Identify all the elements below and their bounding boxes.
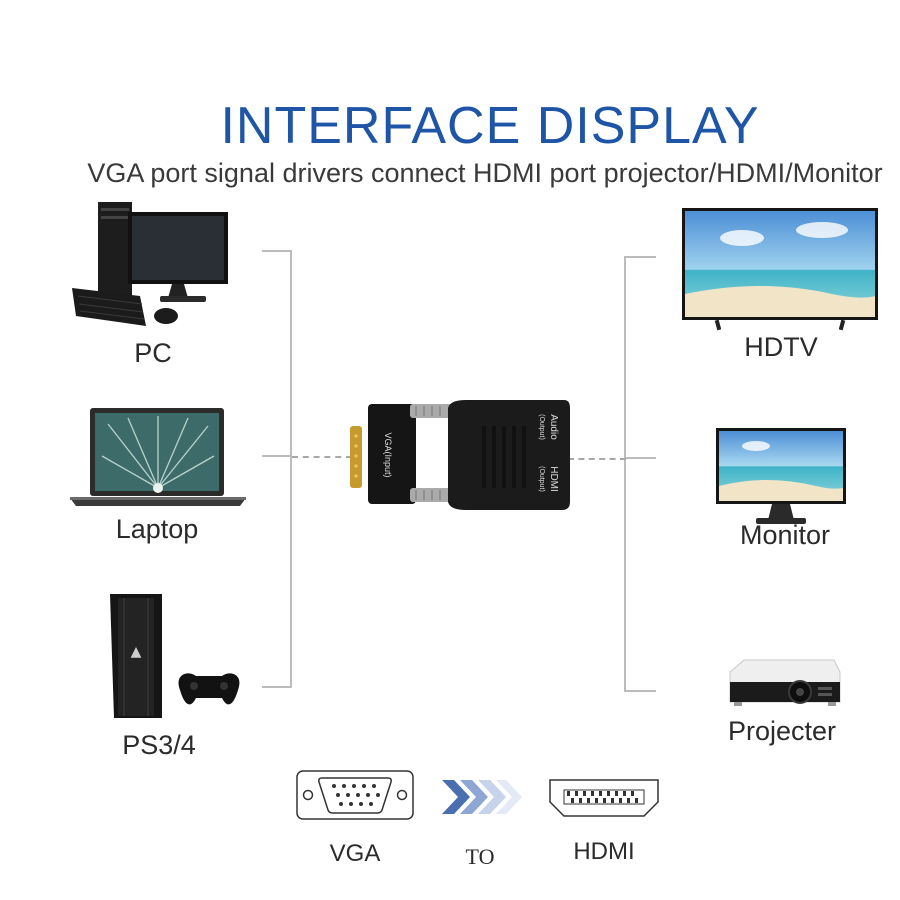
adapter-hdmi-text: HDMI: [548, 466, 559, 492]
projector-icon: [724, 654, 844, 710]
vga-hdmi-adapter-icon: VGA(Input) Audio (Output) HDMI (Output): [350, 398, 570, 514]
game-console-icon: ▲: [104, 590, 254, 722]
legend-to-label: TO: [465, 844, 495, 869]
left-bracket: [262, 250, 292, 688]
svg-text:▲: ▲: [131, 644, 142, 660]
adapter-hdmi-sub: (Output): [538, 466, 545, 492]
output-label-monitor: Monitor: [739, 520, 831, 550]
page-title: INTERFACE DISPLAY: [220, 97, 760, 155]
vga-port-icon: [296, 770, 414, 820]
tv-icon: [682, 208, 880, 334]
adapter-hdmi-label: HDMI (Output): [537, 459, 559, 499]
output-label-projector: Projecter: [727, 716, 837, 746]
legend-hdmi-label: HDMI: [573, 838, 635, 865]
right-bracket-mid-line: [626, 457, 656, 459]
adapter-audio-text: Audio: [548, 414, 559, 440]
laptop-icon: [68, 404, 248, 508]
hdmi-port-icon: [548, 778, 660, 818]
adapter-audio-sub: (Output): [538, 414, 545, 440]
desktop-pc-icon: [68, 194, 238, 334]
right-bracket: [624, 256, 656, 692]
left-bracket-mid-line: [262, 455, 292, 457]
monitor-icon: [716, 428, 848, 532]
page-subtitle: VGA port signal drivers connect HDMI por…: [87, 158, 883, 188]
source-label-laptop: Laptop: [115, 514, 199, 544]
arrows-icon: [440, 776, 524, 818]
legend-vga-label: VGA: [329, 840, 381, 867]
source-label-ps: PS3/4: [122, 730, 196, 760]
output-label-hdtv: HDTV: [744, 332, 818, 362]
left-dashed-connector: [292, 456, 352, 458]
right-dashed-connector: [568, 458, 626, 460]
adapter-audio-label: Audio (Output): [537, 407, 559, 447]
source-label-pc: PC: [134, 338, 172, 368]
adapter-vga-label: VGA(Input): [383, 432, 393, 478]
